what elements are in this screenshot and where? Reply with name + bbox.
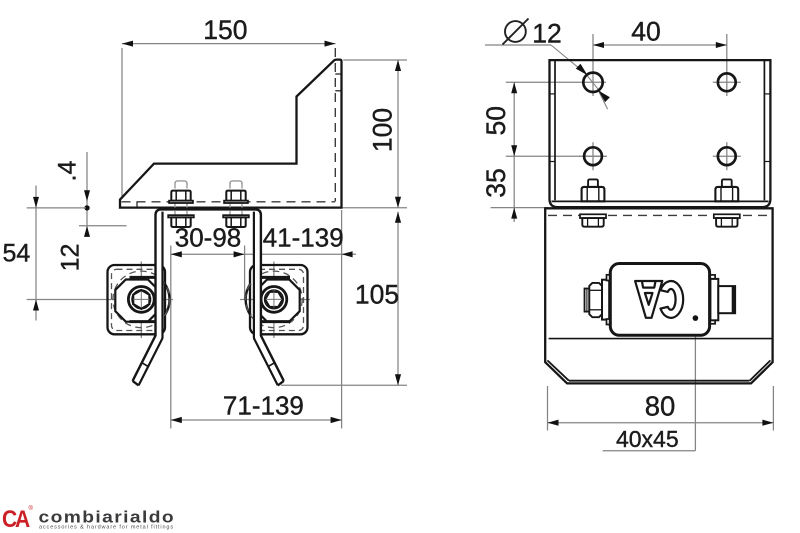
svg-text:80: 80 — [645, 390, 676, 421]
svg-text:12: 12 — [532, 19, 561, 49]
svg-text:54: 54 — [2, 240, 30, 268]
svg-text:40x45: 40x45 — [616, 426, 679, 452]
svg-text:71-139: 71-139 — [223, 391, 304, 421]
svg-text:®: ® — [29, 505, 34, 512]
svg-text:12: 12 — [57, 244, 85, 272]
svg-text:50: 50 — [481, 106, 511, 135]
svg-text:CA: CA — [2, 506, 30, 533]
svg-text:.4: .4 — [54, 160, 82, 181]
svg-text:combiarialdo: combiarialdo — [39, 509, 176, 527]
svg-text:150: 150 — [203, 15, 247, 45]
svg-text:35: 35 — [481, 168, 511, 197]
svg-text:100: 100 — [368, 108, 398, 152]
svg-text:40: 40 — [631, 17, 660, 47]
svg-text:105: 105 — [355, 280, 399, 310]
svg-text:41-139: 41-139 — [263, 223, 344, 253]
svg-text:accessories & hardware for met: accessories & hardware for metal fitting… — [39, 525, 174, 531]
